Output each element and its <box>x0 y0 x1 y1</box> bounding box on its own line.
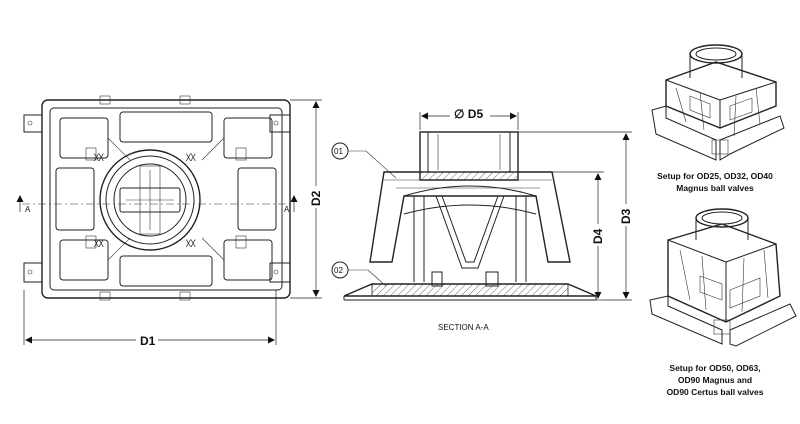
part-callout-02: 02 <box>331 261 387 287</box>
frame-ribs <box>55 95 277 301</box>
isometric-view-small-setup <box>651 44 785 161</box>
section-marker-left: A <box>25 205 31 214</box>
caption-large-setup-line2: OD90 Magnus and <box>677 375 753 385</box>
d1-label: D1 <box>140 334 156 348</box>
plan-view: ᚷᚷ ᚷᚷ ᚷᚷ ᚷᚷ A A D1 D2 <box>16 95 324 348</box>
d2-label: D2 <box>309 190 323 206</box>
isometric-view-large-setup <box>649 208 797 347</box>
section-marker-right: A <box>284 205 290 214</box>
base-plate <box>343 271 597 301</box>
caption-large-setup-line1: Setup for OD50, OD63, <box>669 363 761 373</box>
svg-text:02: 02 <box>334 266 343 275</box>
caption-large-setup: Setup for OD50, OD63, OD90 Magnus and OD… <box>640 362 790 398</box>
mounting-tabs <box>23 114 290 283</box>
svg-text:ᚷᚷ: ᚷᚷ <box>93 153 104 162</box>
d4-label: D4 <box>591 228 605 244</box>
caption-small-setup-line2: Magnus ball valves <box>676 183 754 193</box>
d5-label: ∅ D5 <box>454 107 483 121</box>
svg-text:01: 01 <box>334 147 343 156</box>
section-view: ∅ D5 01 <box>331 106 634 332</box>
central-valve-ring <box>99 149 201 251</box>
section-label: SECTION A-A <box>438 323 489 332</box>
d3-label: D3 <box>619 208 633 224</box>
caption-small-setup-line1: Setup for OD25, OD32, OD40 <box>657 171 773 181</box>
caption-small-setup: Setup for OD25, OD32, OD40 Magnus ball v… <box>640 170 790 194</box>
svg-text:ᚷᚷ: ᚷᚷ <box>93 239 104 248</box>
caption-large-setup-line3: OD90 Certus ball valves <box>666 387 764 397</box>
part-callout-01: 01 <box>331 142 397 179</box>
svg-text:ᚷᚷ: ᚷᚷ <box>185 153 196 162</box>
svg-text:ᚷᚷ: ᚷᚷ <box>185 239 196 248</box>
logo-marks: ᚷᚷ ᚷᚷ ᚷᚷ ᚷᚷ <box>93 153 196 248</box>
